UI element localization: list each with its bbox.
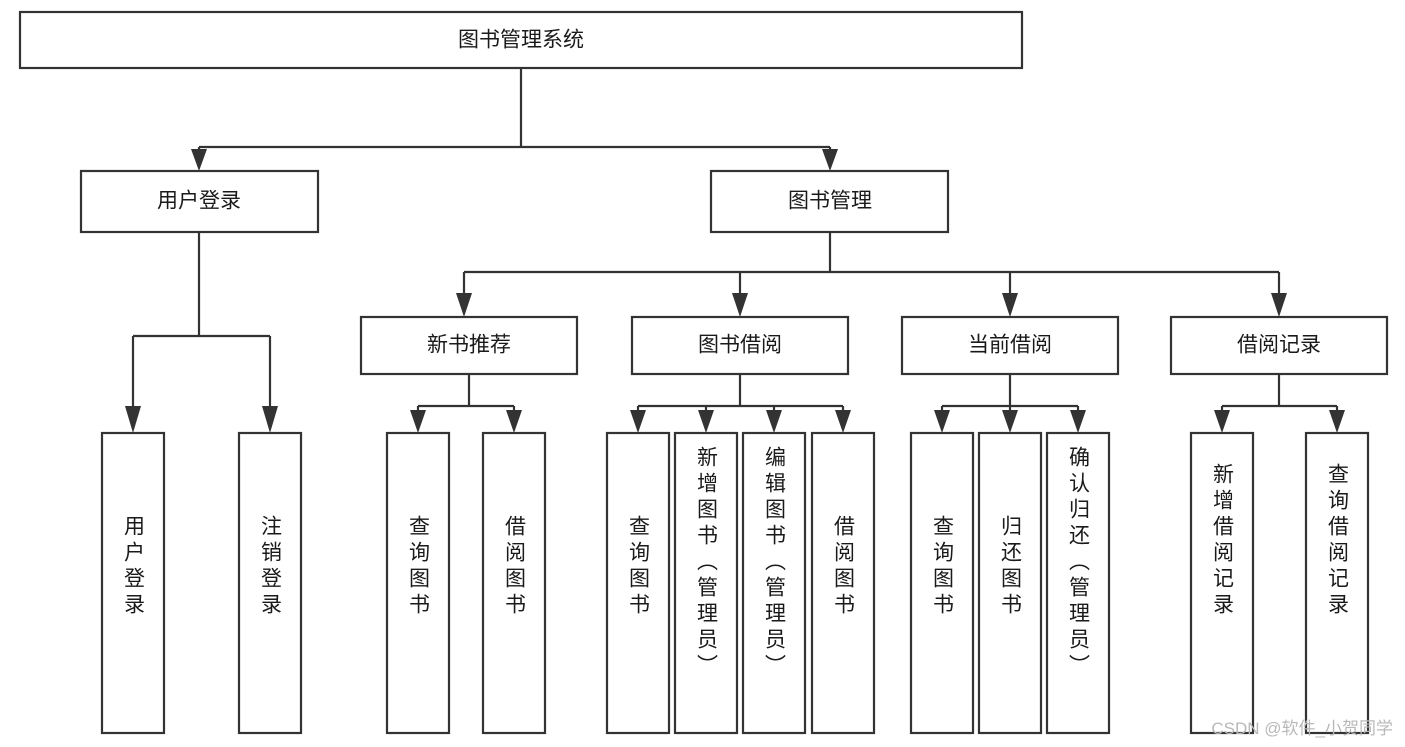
node-borrow-record-box[interactable] bbox=[1169, 315, 1389, 376]
leaf-borrow-book-1-label: 借阅图书 bbox=[503, 515, 527, 619]
leaf-add-record-label: 新增借阅记录 bbox=[1211, 463, 1235, 619]
leaf-user-login-box[interactable] bbox=[100, 431, 166, 735]
leaf-borrow-book-1-box[interactable] bbox=[481, 431, 547, 735]
arrowhead-leaf-query-record bbox=[1329, 410, 1345, 433]
leaf-add-record-box[interactable] bbox=[1189, 431, 1255, 735]
leaf-return-book[interactable]: 归还图书 bbox=[977, 431, 1043, 735]
arrowhead-leaf-query-book-3 bbox=[934, 410, 950, 433]
arrowhead-leaf-borrow-book-2 bbox=[835, 410, 851, 433]
leaf-query-book-2-box[interactable] bbox=[605, 431, 671, 735]
node-borrow-record[interactable]: 借阅记录 bbox=[1169, 315, 1389, 376]
arrowhead-leaf-query-book-1 bbox=[410, 410, 426, 433]
leaf-query-book-3-label: 查询图书 bbox=[931, 515, 955, 619]
leaf-query-book-2[interactable]: 查询图书 bbox=[605, 431, 671, 735]
arrowhead-leaf-add-record bbox=[1214, 410, 1230, 433]
node-user-login-label: 用户登录 bbox=[157, 190, 241, 213]
node-user-login-box[interactable] bbox=[79, 169, 320, 234]
arrowhead-leaf-confirm-return bbox=[1070, 410, 1086, 433]
leaf-query-book-2-label: 查询图书 bbox=[627, 515, 651, 619]
node-book-borrow-label: 图书借阅 bbox=[698, 334, 782, 357]
leaf-user-login-label: 用户登录 bbox=[122, 515, 146, 619]
node-book-borrow-box[interactable] bbox=[630, 315, 850, 376]
node-user-login[interactable]: 用户登录 bbox=[79, 169, 320, 234]
leaf-user-login[interactable]: 用户登录 bbox=[100, 431, 166, 735]
node-book-manage-box[interactable] bbox=[709, 169, 950, 234]
node-book-manage-label: 图书管理 bbox=[788, 190, 872, 213]
leaf-edit-book[interactable]: 编辑图书（管理员） bbox=[741, 431, 807, 735]
node-current-borrow-box[interactable] bbox=[900, 315, 1120, 376]
leaf-borrow-book-1[interactable]: 借阅图书 bbox=[481, 431, 547, 735]
leaf-query-book-1-box[interactable] bbox=[385, 431, 451, 735]
node-root-label: 图书管理系统 bbox=[458, 29, 584, 52]
leaf-user-logout-label: 注销登录 bbox=[259, 515, 283, 619]
node-new-book-recommend[interactable]: 新书推荐 bbox=[359, 315, 579, 376]
arrowhead-current-borrow bbox=[1002, 293, 1018, 317]
arrowhead-new-book-recommend bbox=[456, 293, 472, 317]
leaf-query-record-box[interactable] bbox=[1304, 431, 1370, 735]
leaf-query-book-1[interactable]: 查询图书 bbox=[385, 431, 451, 735]
arrowhead-leaf-user-login bbox=[125, 406, 141, 433]
arrowhead-book-borrow bbox=[732, 293, 748, 317]
leaf-user-logout[interactable]: 注销登录 bbox=[237, 431, 303, 735]
leaf-return-book-label: 归还图书 bbox=[999, 515, 1023, 619]
arrowhead-leaf-edit-book bbox=[766, 410, 782, 433]
arrowhead-book-manage bbox=[822, 149, 838, 171]
node-book-manage[interactable]: 图书管理 bbox=[709, 169, 950, 234]
node-new-book-recommend-label: 新书推荐 bbox=[427, 334, 511, 357]
leaf-return-book-box[interactable] bbox=[977, 431, 1043, 735]
leaf-borrow-book-2-box[interactable] bbox=[810, 431, 876, 735]
arrowhead-user-login bbox=[191, 149, 207, 171]
leaf-edit-book-label: 编辑图书（管理员） bbox=[763, 446, 787, 680]
node-new-book-recommend-box[interactable] bbox=[359, 315, 579, 376]
leaf-query-book-3[interactable]: 查询图书 bbox=[909, 431, 975, 735]
leaf-confirm-return[interactable]: 确认归还（管理员） bbox=[1045, 431, 1111, 735]
node-borrow-record-label: 借阅记录 bbox=[1237, 334, 1321, 357]
node-root-box[interactable] bbox=[18, 10, 1024, 70]
leaf-add-record[interactable]: 新增借阅记录 bbox=[1189, 431, 1255, 735]
leaf-edit-book-box[interactable] bbox=[741, 431, 807, 735]
leaf-add-book-box[interactable] bbox=[673, 431, 739, 735]
arrowhead-leaf-add-book bbox=[698, 410, 714, 433]
leaf-confirm-return-box[interactable] bbox=[1045, 431, 1111, 735]
leaf-user-logout-box[interactable] bbox=[237, 431, 303, 735]
leaf-query-record[interactable]: 查询借阅记录 bbox=[1304, 431, 1370, 735]
arrowhead-leaf-user-logout bbox=[262, 406, 278, 433]
leaf-borrow-book-2[interactable]: 借阅图书 bbox=[810, 431, 876, 735]
leaf-query-record-label: 查询借阅记录 bbox=[1326, 463, 1350, 619]
node-current-borrow[interactable]: 当前借阅 bbox=[900, 315, 1120, 376]
arrowhead-leaf-borrow-book-1 bbox=[506, 410, 522, 433]
leaf-add-book[interactable]: 新增图书（管理员） bbox=[673, 431, 739, 735]
leaf-confirm-return-label: 确认归还（管理员） bbox=[1067, 446, 1091, 680]
node-current-borrow-label: 当前借阅 bbox=[968, 334, 1052, 357]
arrowhead-leaf-query-book-2 bbox=[630, 410, 646, 433]
connector-layer bbox=[125, 68, 1345, 433]
leaf-query-book-3-box[interactable] bbox=[909, 431, 975, 735]
arrowhead-leaf-return-book bbox=[1002, 410, 1018, 433]
node-book-borrow[interactable]: 图书借阅 bbox=[630, 315, 850, 376]
node-root[interactable]: 图书管理系统 bbox=[18, 10, 1024, 70]
leaf-borrow-book-2-label: 借阅图书 bbox=[832, 515, 856, 619]
leaf-add-book-label: 新增图书（管理员） bbox=[695, 446, 719, 680]
arrowhead-borrow-record bbox=[1271, 293, 1287, 317]
leaf-query-book-1-label: 查询图书 bbox=[407, 515, 431, 619]
